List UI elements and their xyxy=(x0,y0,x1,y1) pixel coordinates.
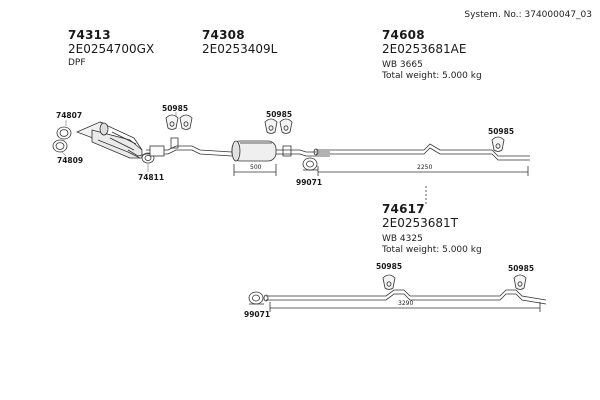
wb-74617: WB 4325 xyxy=(382,234,423,244)
part-number-74617: 74617 xyxy=(382,202,425,216)
clamp-99071-a xyxy=(302,157,318,171)
dimension-3290: 3290 xyxy=(398,300,414,307)
muffler-74308 xyxy=(231,140,277,162)
label-50985-b: 50985 xyxy=(266,110,293,119)
label-74809: 74809 xyxy=(57,156,84,165)
label-50985-c: 50985 xyxy=(488,127,515,136)
label-50985-d: 50985 xyxy=(376,262,403,271)
hanger-50985-d xyxy=(382,274,396,290)
hanger-50985-a xyxy=(165,114,193,130)
hanger-50985-c xyxy=(491,136,505,152)
weight-74608: Total weight: 5.000 kg xyxy=(382,71,482,81)
part-code-74313: 2E0254700GX xyxy=(68,42,155,56)
rear-pipe-74617 xyxy=(266,289,547,301)
part-number-74313: 74313 xyxy=(68,28,111,42)
rear-pipe-74608 xyxy=(316,143,530,157)
dpf-converter xyxy=(75,121,147,159)
dimension-500: 500 xyxy=(250,164,262,171)
clamp-74811 xyxy=(141,152,155,164)
label-50985-e: 50985 xyxy=(508,264,535,273)
part-number-74308: 74308 xyxy=(202,28,245,42)
weight-74617: Total weight: 5.000 kg xyxy=(382,245,482,255)
part-code-74608: 2E0253681AE xyxy=(382,42,467,56)
part-note-74313: DPF xyxy=(68,58,86,68)
hanger-50985-b xyxy=(264,118,293,134)
ring-74809 xyxy=(52,139,68,153)
clamp-99071-b xyxy=(248,291,264,305)
part-code-74617: 2E0253681T xyxy=(382,216,458,230)
label-74811: 74811 xyxy=(138,173,165,182)
ring-74807 xyxy=(56,126,72,140)
hanger-bracket xyxy=(170,137,179,149)
wb-74608: WB 3665 xyxy=(382,60,423,70)
label-99071-b: 99071 xyxy=(244,310,271,319)
system-number: System. No.: 374000047_03 xyxy=(464,10,592,20)
label-50985-a: 50985 xyxy=(162,104,189,113)
part-number-74608: 74608 xyxy=(382,28,425,42)
part-code-74308: 2E0253409L xyxy=(202,42,278,56)
label-74807: 74807 xyxy=(56,111,83,120)
dimension-2250: 2250 xyxy=(417,164,433,171)
label-99071-a: 99071 xyxy=(296,178,323,187)
hanger-50985-e xyxy=(513,274,527,290)
